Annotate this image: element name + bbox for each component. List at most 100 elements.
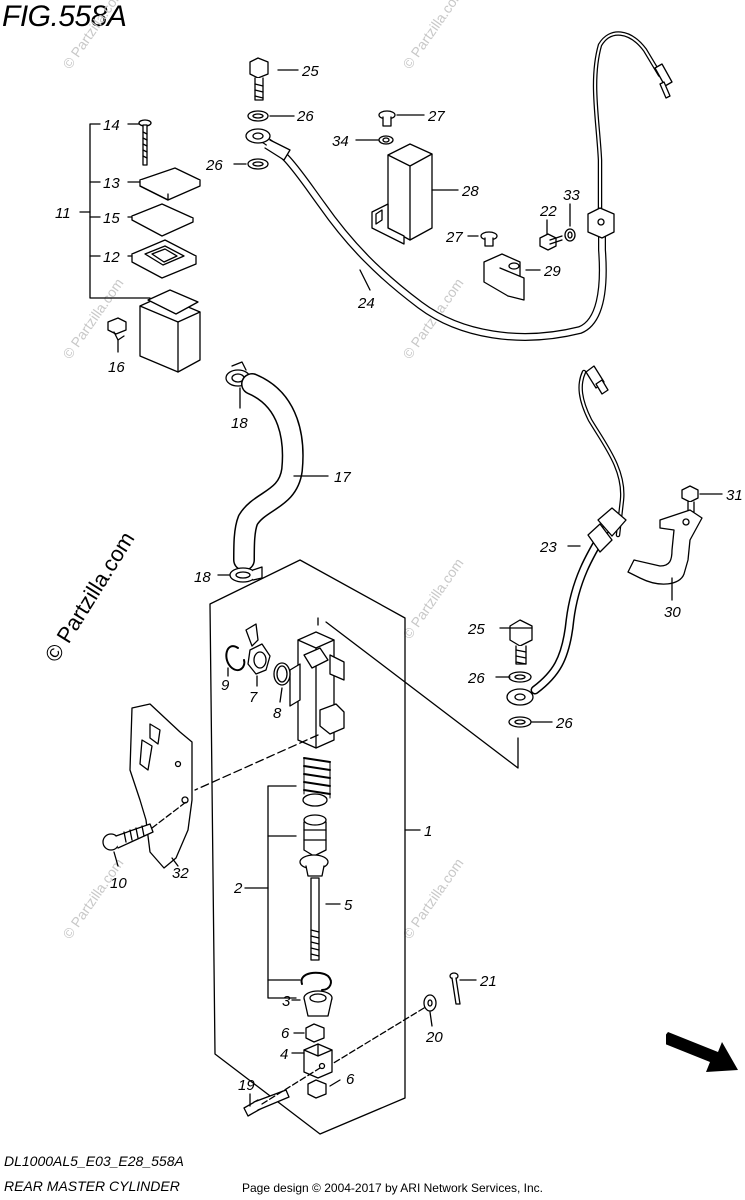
callout-19: 19 [238, 1077, 255, 1094]
piston-spring-cap [302, 793, 328, 807]
callout-31: 31 [726, 487, 743, 504]
figure-code: DL1000AL5_E03_E28_558A [4, 1153, 184, 1169]
washer-lower-a-hole [514, 674, 526, 680]
callout-25a: 25 [301, 63, 319, 80]
reservoir-hose-clamp-bottom [229, 566, 263, 583]
callout-29: 29 [543, 263, 561, 280]
fig-title: FIG.558A [2, 0, 127, 33]
circlip-9 [225, 645, 246, 672]
hose-fitting-7 [245, 623, 271, 675]
cover-washer [378, 135, 394, 145]
callout-26c: 26 [467, 670, 485, 687]
wm-1: © Partzilla.com [59, 0, 126, 72]
wm-7: © Partzilla.com [399, 855, 466, 941]
callout-15: 15 [103, 210, 120, 227]
mounting-plate [129, 703, 193, 869]
callout-12: 12 [103, 249, 120, 266]
callout-17: 17 [334, 469, 351, 486]
brake-hose-lower [530, 525, 610, 695]
callout-11: 11 [55, 205, 71, 222]
callout-16: 16 [108, 359, 125, 376]
reservoir-diaphragm [131, 239, 197, 279]
reservoir-body [139, 289, 201, 373]
callout-1: 1 [424, 823, 432, 840]
banjo-fitting-lower [506, 688, 534, 706]
brake-pipe-upper [592, 31, 663, 218]
joint-bolt [539, 233, 563, 251]
brake-hose-upper [254, 132, 607, 341]
plate-bolt-leader [151, 801, 187, 829]
callout-14: 14 [103, 117, 120, 134]
washer-top-a-hole [252, 113, 264, 119]
callout-30: 30 [664, 604, 681, 621]
callout-27b: 27 [445, 229, 463, 246]
piston-spring [303, 757, 331, 799]
callout-26b: 26 [205, 157, 223, 174]
washer-top-b-hole [252, 161, 264, 167]
callout-8: 8 [273, 705, 282, 722]
hose-bracket [627, 509, 703, 585]
rod-boot [303, 990, 333, 1017]
callout-28: 28 [461, 183, 479, 200]
pipe-end-lower [585, 365, 609, 395]
piston-group-bracket [244, 785, 301, 999]
banjo-bolt-lower [509, 619, 533, 665]
hose-fitting-lower [587, 507, 627, 553]
hose-clamp [483, 253, 525, 301]
banjo-fitting-top [245, 128, 291, 161]
callout-25b: 25 [467, 621, 485, 638]
joint-washer [564, 228, 576, 242]
callout-32: 32 [172, 865, 189, 882]
hose-cover [371, 143, 433, 245]
callout-34: 34 [332, 133, 349, 150]
callout-7: 7 [249, 689, 258, 706]
callout-22: 22 [539, 203, 557, 220]
callout-10: 10 [110, 875, 127, 892]
callout-21: 21 [479, 973, 497, 990]
washer-leader [331, 1007, 425, 1065]
lock-nut-lower [307, 1079, 327, 1099]
callout-9: 9 [221, 677, 230, 694]
fwd-arrow-icon [666, 1032, 738, 1072]
callout-23: 23 [539, 539, 557, 556]
figure-name: REAR MASTER CYLINDER [4, 1178, 180, 1194]
copyright-text: Page design © 2004-2017 by ARI Network S… [242, 1181, 544, 1195]
cover-screw-top [378, 110, 396, 127]
push-rod [299, 854, 329, 961]
o-ring-8 [273, 662, 291, 686]
callout-18b: 18 [194, 569, 211, 586]
plate-bolt [102, 823, 154, 851]
brake-pipe-lower [578, 369, 625, 538]
banjo-bolt-top [249, 57, 269, 101]
callout-4: 4 [280, 1046, 288, 1063]
reservoir-hose [233, 373, 304, 571]
clevis [303, 1043, 333, 1079]
pin-leader [261, 1067, 321, 1105]
callout-18a: 18 [231, 415, 248, 432]
wm-4: © Partzilla.com [399, 275, 466, 361]
callout-24: 24 [357, 295, 375, 312]
washer-lower-b-hole [514, 719, 526, 725]
reservoir-cap [139, 167, 201, 201]
reservoir-bolt [107, 317, 127, 341]
callout-20: 20 [425, 1029, 443, 1046]
callout-26a: 26 [296, 108, 314, 125]
master-cylinder-body [289, 631, 345, 749]
callout-labels: 1 2 3 4 5 6 6 7 8 9 10 11 12 13 14 15 16… [55, 63, 743, 1094]
callout-2: 2 [233, 880, 243, 897]
wm-5: © Partzilla.com [399, 555, 466, 641]
piston [303, 814, 327, 857]
bracket-bolt [681, 485, 699, 513]
reservoir-cap-screw [138, 119, 152, 166]
cotter-pin-21 [449, 972, 461, 1005]
callout-26d: 26 [555, 715, 573, 732]
washer-20 [423, 994, 437, 1012]
callout-33: 33 [563, 187, 580, 204]
lock-nut-upper [305, 1023, 325, 1043]
callout-3: 3 [282, 993, 291, 1010]
reservoir-plate [131, 203, 194, 237]
callout-6a: 6 [281, 1025, 290, 1042]
circlip-rod [300, 971, 332, 991]
clevis-pin [243, 1089, 290, 1117]
